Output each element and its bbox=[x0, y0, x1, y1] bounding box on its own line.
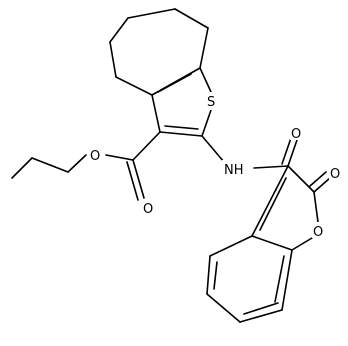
ester-ether-oxygen-label: O bbox=[90, 149, 100, 164]
bond bbox=[281, 249, 293, 311]
bond bbox=[287, 139, 298, 167]
lactone-carbonyl-oxygen-label: O bbox=[330, 167, 340, 182]
cycloheptane-ring bbox=[109, 8, 209, 96]
bond bbox=[291, 237, 313, 251]
bond bbox=[109, 17, 129, 43]
bond bbox=[164, 125, 199, 130]
bond bbox=[31, 157, 69, 173]
sulfur-atom-label: S bbox=[207, 95, 215, 110]
bond bbox=[206, 255, 211, 295]
bond bbox=[313, 191, 319, 223]
propyl-ester-group bbox=[11, 131, 161, 201]
bond bbox=[313, 177, 331, 193]
bond bbox=[281, 137, 292, 165]
coumarin-benzene-ring bbox=[206, 235, 293, 323]
bond bbox=[151, 94, 161, 133]
bond bbox=[11, 157, 33, 179]
bond bbox=[174, 8, 209, 29]
amide-linker bbox=[201, 135, 298, 169]
bond bbox=[251, 235, 293, 251]
bond bbox=[206, 293, 241, 323]
bond bbox=[199, 27, 209, 69]
bond bbox=[201, 135, 225, 163]
bond bbox=[199, 67, 212, 93]
bond bbox=[127, 8, 176, 19]
amide-oxygen-label: O bbox=[291, 127, 301, 142]
bond bbox=[253, 165, 289, 169]
coumarin-pyranone-ring bbox=[251, 165, 331, 251]
bond bbox=[239, 309, 283, 323]
bond bbox=[105, 154, 134, 161]
bond bbox=[109, 41, 117, 78]
thiophene-ring bbox=[151, 67, 212, 137]
nitrogen-atom-label: NH bbox=[224, 163, 244, 178]
bond bbox=[201, 109, 212, 137]
bond bbox=[209, 235, 253, 257]
ring-oxygen-label: O bbox=[313, 225, 323, 240]
bond bbox=[67, 154, 87, 173]
bond bbox=[251, 165, 289, 237]
bond bbox=[274, 255, 285, 303]
bond bbox=[132, 159, 145, 199]
bond bbox=[159, 131, 203, 137]
bond bbox=[115, 76, 153, 96]
bond bbox=[259, 177, 287, 231]
bond bbox=[126, 161, 139, 201]
bond bbox=[243, 302, 279, 315]
bond bbox=[213, 261, 218, 290]
bond bbox=[157, 73, 192, 93]
bond bbox=[287, 165, 315, 193]
atom-labels: S NH O O O O O bbox=[88, 92, 343, 240]
bond bbox=[132, 131, 161, 161]
ester-carbonyl-oxygen-label: O bbox=[143, 202, 153, 217]
bond bbox=[309, 171, 327, 187]
